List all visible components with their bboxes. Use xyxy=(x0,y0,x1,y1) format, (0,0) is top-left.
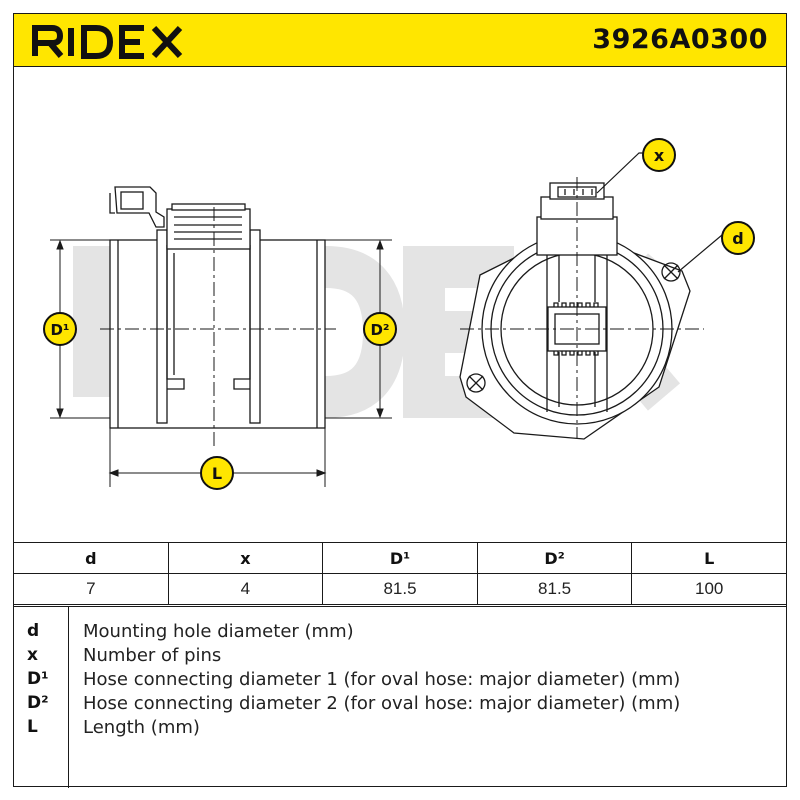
drawing-canvas: x d D¹ D² L xyxy=(43,138,755,490)
part-number: 3926A0300 xyxy=(592,24,768,55)
legend-description: Mounting hole diameter (mm) xyxy=(83,621,354,642)
legend-description: Hose connecting diameter 2 (for oval hos… xyxy=(83,693,681,714)
legend-symbol: D¹ xyxy=(27,669,49,689)
legend-item: d Mounting hole diameter (mm) xyxy=(13,621,787,645)
spec-value-cell: 7 xyxy=(13,573,169,605)
spec-header-cell: d xyxy=(13,542,169,574)
legend-item: D² Hose connecting diameter 2 (for oval … xyxy=(13,693,787,717)
ridex-logo-mark xyxy=(32,25,183,59)
badge-l: L xyxy=(200,456,234,490)
legend-description: Hose connecting diameter 1 (for oval hos… xyxy=(83,669,681,690)
badge-d1-label: D¹ xyxy=(50,321,69,339)
spec-table: d x D¹ D² L 7 4 81.5 81.5 100 xyxy=(13,542,787,605)
spec-value-cell: 81.5 xyxy=(322,573,478,605)
legend-symbol: L xyxy=(27,717,38,737)
legend-item: D¹ Hose connecting diameter 1 (for oval … xyxy=(13,669,787,693)
legend-description: Length (mm) xyxy=(83,717,200,738)
badge-d: d xyxy=(721,221,755,255)
legend: d Mounting hole diameter (mm) x Number o… xyxy=(13,606,787,788)
badge-x-label: x xyxy=(654,146,665,165)
badge-d1: D¹ xyxy=(43,312,77,346)
spec-value-cell: 100 xyxy=(631,573,787,605)
spec-value-cell: 81.5 xyxy=(476,573,633,605)
spec-table-header-row: d x D¹ D² L xyxy=(13,542,787,574)
spec-value-cell: 4 xyxy=(167,573,324,605)
front-view xyxy=(459,177,704,440)
spec-table-value-row: 7 4 81.5 81.5 100 xyxy=(13,573,787,605)
side-view xyxy=(100,186,336,447)
ridex-logo xyxy=(30,22,210,65)
legend-symbol: d xyxy=(27,621,40,641)
spec-header-cell: L xyxy=(631,542,787,574)
legend-symbol: x xyxy=(27,645,38,665)
badge-d2-label: D² xyxy=(370,321,389,339)
spec-header-cell: x xyxy=(167,542,324,574)
legend-divider xyxy=(68,607,69,788)
technical-drawing: x d D¹ D² L xyxy=(14,67,786,546)
badge-d2: D² xyxy=(363,312,397,346)
legend-symbol: D² xyxy=(27,693,49,713)
spec-header-cell: D¹ xyxy=(322,542,478,574)
spec-header-cell: D² xyxy=(476,542,633,574)
header-bar: 3926A0300 xyxy=(13,13,787,67)
badge-d-label: d xyxy=(732,229,743,248)
legend-item: L Length (mm) xyxy=(13,717,787,741)
badge-x: x xyxy=(642,138,676,172)
legend-item: x Number of pins xyxy=(13,645,787,669)
legend-description: Number of pins xyxy=(83,645,222,666)
badge-l-label: L xyxy=(212,464,222,483)
